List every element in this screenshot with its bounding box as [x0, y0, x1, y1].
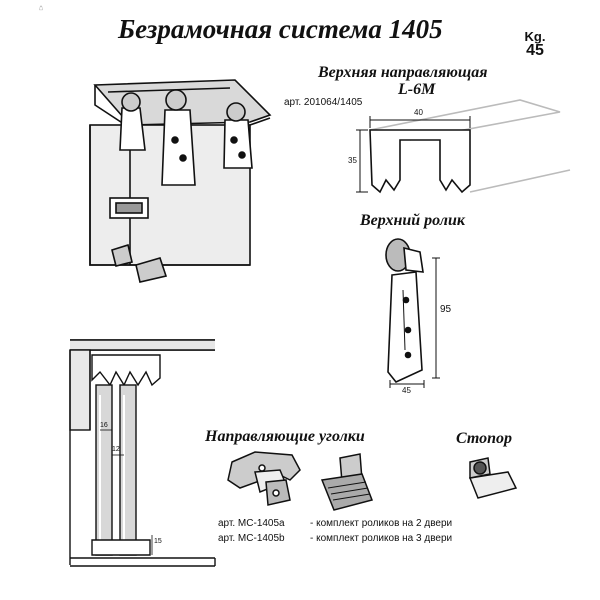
stopper-label: Стопор: [456, 430, 513, 447]
section-dim-a: 16: [100, 422, 108, 429]
weight-value: 45: [526, 42, 544, 59]
article-2-code: арт. МС-1405b: [218, 533, 285, 544]
weight-icon: [39, 5, 43, 10]
section-dim-b: 12: [112, 446, 120, 453]
rail-profile-drawing: [356, 99, 571, 194]
rail-dim-width: 40: [414, 108, 423, 117]
corners-label: Направляющие уголки: [205, 428, 365, 445]
cross-section-drawing: [69, 339, 216, 567]
roller-dim-width: 45: [402, 386, 411, 395]
rail-label: Верхняя направляющая: [318, 64, 488, 81]
stopper-drawing: [468, 457, 518, 499]
rail-dim-height: 35: [348, 156, 357, 165]
weight-unit: Kg.: [524, 29, 546, 44]
rail-article: арт. 201064/1405: [284, 97, 363, 108]
page-title: Безрамочная система 1405: [118, 14, 443, 44]
article-1-code: арт. МС-1405а: [218, 518, 285, 529]
guide-corners-drawing: [227, 451, 374, 511]
article-2-desc: - комплект роликов на 3 двери: [310, 533, 453, 544]
roller-label: Верхний ролик: [360, 212, 465, 229]
roller-bracket-drawing: [385, 238, 440, 388]
rail-model: L-6M: [398, 81, 436, 98]
article-1-desc: - комплект роликов на 2 двери: [310, 518, 453, 529]
section-dim-c: 15: [154, 538, 162, 545]
door-assembly-illustration: [89, 79, 272, 283]
roller-dim-height: 95: [440, 304, 452, 315]
